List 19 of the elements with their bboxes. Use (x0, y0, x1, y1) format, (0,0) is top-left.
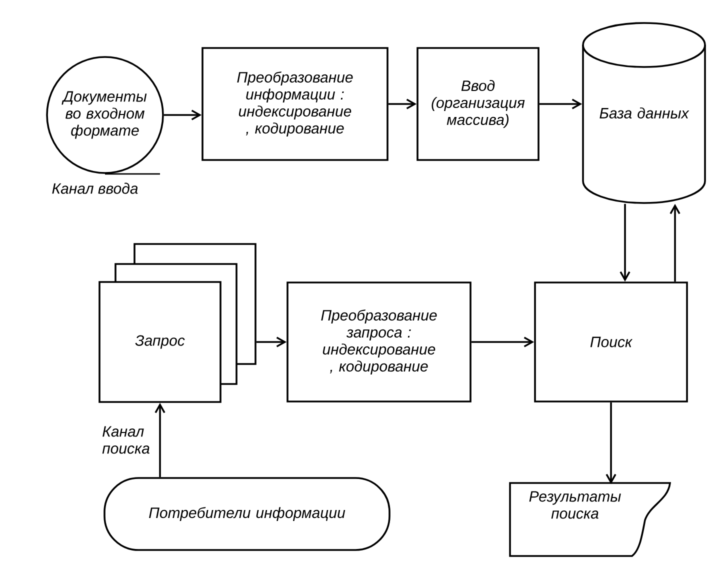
process-box: Поиск (534, 282, 688, 402)
arrow (471, 336, 534, 348)
edge-label: Канал поиска (102, 426, 150, 454)
arrow (388, 98, 417, 110)
process-box: Преобразование информации : индексирование , кодирование (202, 47, 388, 161)
arrow (539, 98, 582, 110)
database-cylinder: База данных (582, 22, 706, 204)
terminal-stadium: Потребители информации (104, 477, 390, 551)
arrow (606, 402, 616, 484)
arrow (154, 402, 166, 478)
process-box: Преобразование запроса : индексирование , кодирование (286, 282, 472, 402)
arrow (164, 110, 202, 120)
stacked-pages: Запрос (98, 243, 256, 403)
channel-label: Канал ввода (52, 173, 160, 194)
process-box: Ввод (организация массива) (416, 47, 540, 161)
arrow (670, 204, 680, 282)
arrow (620, 204, 630, 282)
arrow (256, 336, 287, 348)
node-label: База данных (600, 107, 690, 119)
